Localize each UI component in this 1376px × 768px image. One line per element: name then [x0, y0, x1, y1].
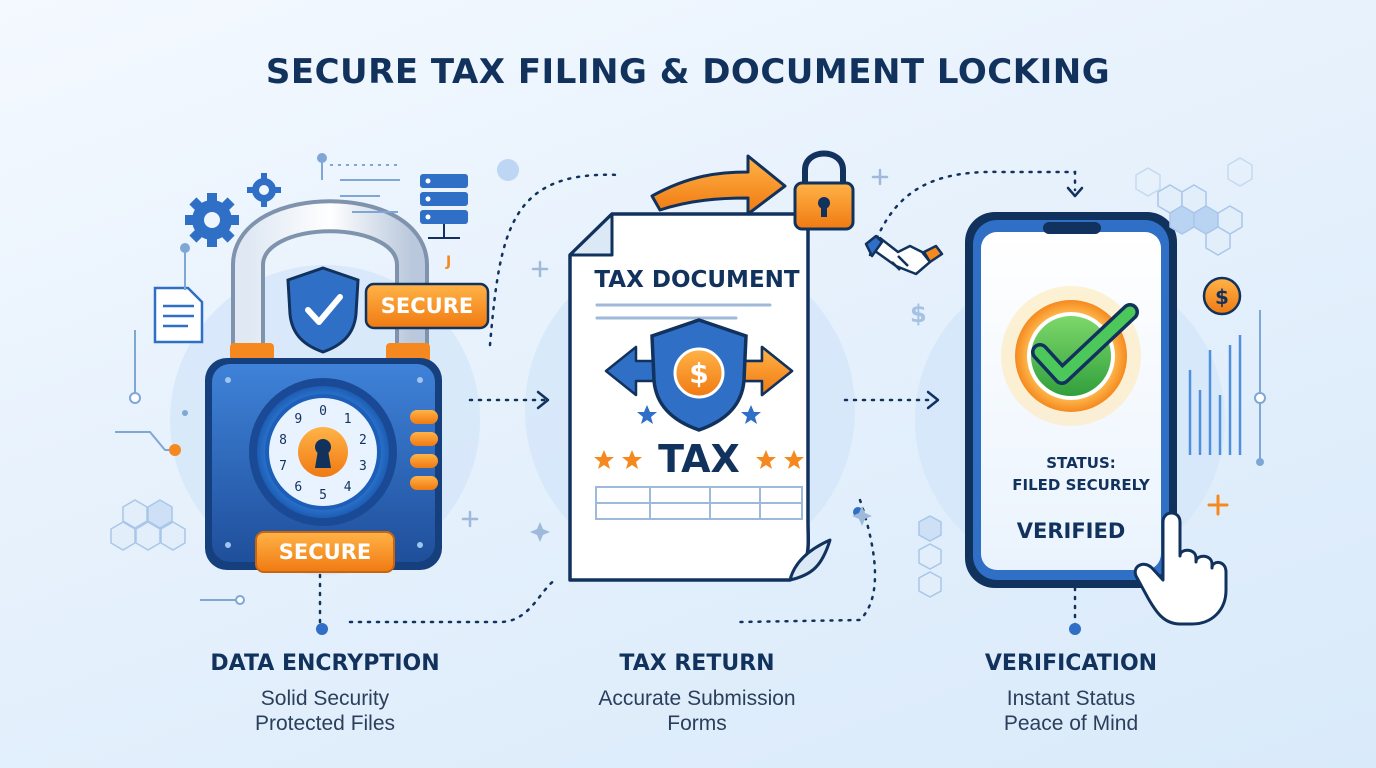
hand-pointer-icon	[1133, 511, 1228, 626]
smartphone-icon: STATUS: FILED SECURELY VERIFIED	[965, 212, 1177, 588]
hex-outline-decor	[1135, 157, 1253, 197]
sparkle-icon-2	[852, 506, 872, 526]
step-title: DATA ENCRYPTION	[210, 651, 440, 676]
step-title: VERIFICATION	[984, 651, 1158, 676]
pending-mark: J	[445, 254, 451, 270]
dial-number: 3	[359, 459, 367, 474]
plus-orange-icon	[1207, 494, 1229, 516]
step-caption-tax-return: TAX RETURN Accurate Submission Forms	[507, 651, 887, 736]
dial-number: 2	[359, 433, 367, 448]
dial-number: 7	[279, 459, 287, 474]
stars-orange	[594, 450, 804, 469]
small-padlock-icon	[793, 150, 855, 231]
step-title: TAX RETURN	[619, 651, 775, 676]
step-caption-verification: VERIFICATION Instant Status Peace of Min…	[881, 651, 1261, 736]
shield-check-icon	[286, 266, 360, 354]
hexagon-cluster-right	[1157, 184, 1243, 256]
step-caption-data-encryption: DATA ENCRYPTION Solid Security Protected…	[135, 651, 515, 736]
hexagon-cluster-left	[110, 499, 186, 551]
connector-arrowheads	[536, 186, 1084, 410]
padlock-icon: 0 12 34 5 67 89 SECURE SECURE	[205, 199, 490, 573]
dial-number: 9	[294, 412, 302, 427]
dial-number: 6	[294, 480, 302, 495]
bar-graph-decor	[1188, 335, 1242, 455]
decor-dot	[497, 159, 519, 181]
step-line-1: Accurate Submission	[598, 687, 796, 710]
tax-document-icon: TAX DOCUMENT $ TAX	[568, 212, 832, 582]
step-line-2: Protected Files	[254, 712, 396, 735]
dial-number: 0	[319, 404, 327, 419]
dollar-sign: $	[689, 357, 708, 390]
sparkle-icon	[530, 522, 550, 542]
form-table	[595, 486, 803, 520]
hexagon-cluster-mid	[918, 515, 942, 598]
server-icon	[420, 174, 468, 239]
doc-heading: TAX DOCUMENT	[594, 267, 799, 293]
status-line-1: STATUS:	[1046, 454, 1116, 472]
secure-badge-top	[364, 282, 490, 330]
secure-badge-top-label: SECURE	[381, 294, 473, 318]
dollar-coin-icon: $	[1202, 276, 1242, 316]
circuit-node-orange	[169, 444, 181, 456]
dial-number: 8	[279, 433, 287, 448]
dial-number: 1	[344, 412, 352, 427]
dollar-decor: $	[910, 300, 927, 328]
plus-icons	[461, 168, 889, 528]
connector-lines	[318, 170, 1077, 630]
secure-badge-bottom	[255, 531, 395, 573]
doc-tax-label: TAX	[658, 437, 740, 481]
gear-icon	[185, 193, 239, 247]
dial-number: 5	[319, 488, 327, 503]
step-line-2: Forms	[667, 712, 727, 735]
circuit-right	[1254, 310, 1266, 466]
secure-badge-bottom-label: SECURE	[279, 540, 371, 564]
submit-arrow-icon	[650, 154, 787, 216]
stars	[637, 405, 761, 424]
verified-label: VERIFIED	[1017, 519, 1126, 543]
file-icon	[153, 286, 204, 344]
page-title: SECURE TAX FILING & DOCUMENT LOCKING	[265, 52, 1111, 92]
status-line-2: FILED SECURELY	[1012, 476, 1151, 494]
step-line-1: Instant Status	[1006, 687, 1136, 710]
svg-text:$: $	[1215, 285, 1229, 309]
handshake-icon	[864, 234, 944, 276]
step-line-2: Peace of Mind	[1003, 712, 1139, 735]
dial-number: 4	[344, 480, 352, 495]
gear-small-icon	[247, 173, 281, 207]
dial-numbers: 0 12 34 5 67 89	[279, 404, 367, 503]
step-line-1: Solid Security	[260, 687, 390, 710]
